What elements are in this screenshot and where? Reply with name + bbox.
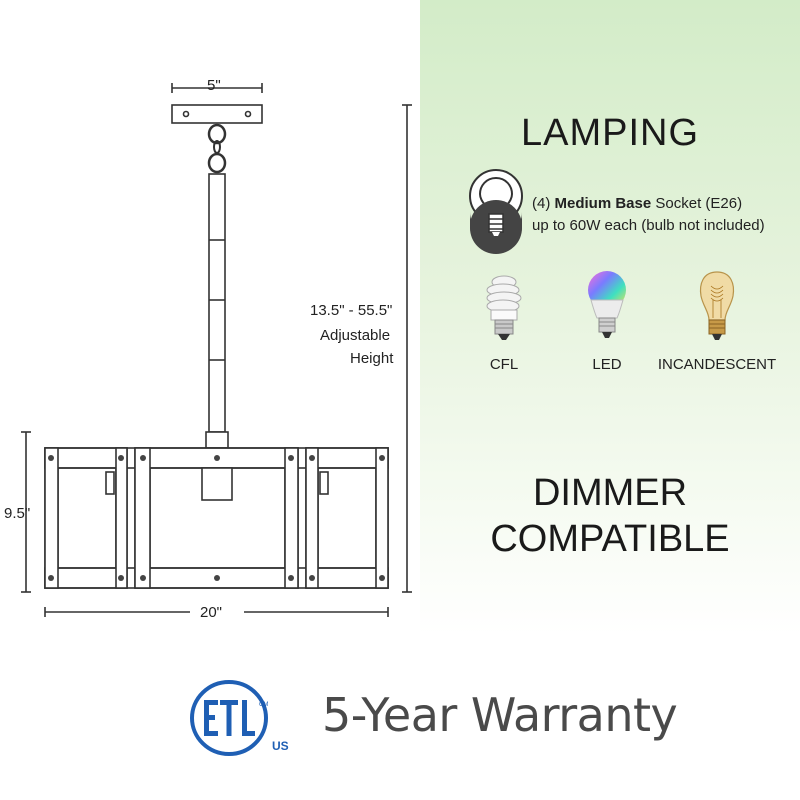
incandescent-bulb-icon: [699, 271, 735, 340]
cfl-label: CFL: [489, 356, 519, 373]
led-bulb-icon: [588, 271, 626, 338]
height-range-label: 13.5" - 55.5": [310, 302, 393, 319]
socket-type: Medium Base: [554, 195, 652, 212]
height-caption-adjustable: Adjustable: [320, 327, 391, 344]
etl-certification-logo: CM US: [190, 680, 289, 756]
dimmer-line: DIMMER: [532, 472, 688, 514]
etl-us-mark: US: [272, 739, 289, 753]
body-width-label: 20": [200, 604, 223, 621]
etl-cm-mark: CM: [259, 702, 268, 708]
lamping-title: LAMPING: [520, 112, 700, 154]
wattage-text: up to 60W each (bulb not included): [532, 217, 765, 234]
incandescent-label: INCANDESCENT: [657, 356, 777, 373]
socket-description: (4) Medium Base Socket (E26) up to 60W e…: [532, 193, 765, 237]
fixture-diagram: [21, 83, 412, 617]
socket-count: (4): [532, 195, 551, 212]
dimmer-compatible-title: DIMMER COMPATIBLE: [430, 470, 790, 562]
socket-suffix: Socket (E26): [655, 195, 743, 212]
led-label: LED: [592, 356, 622, 373]
height-caption-height: Height: [350, 350, 394, 367]
light-bulb-socket-icon: [469, 169, 523, 254]
body-height-label: 9.5": [4, 505, 31, 522]
cfl-bulb-icon: [486, 275, 522, 340]
warranty-text: 5-Year Warranty: [322, 688, 678, 742]
compatible-line: COMPATIBLE: [490, 518, 730, 560]
canopy-width-label: 5": [207, 77, 221, 94]
